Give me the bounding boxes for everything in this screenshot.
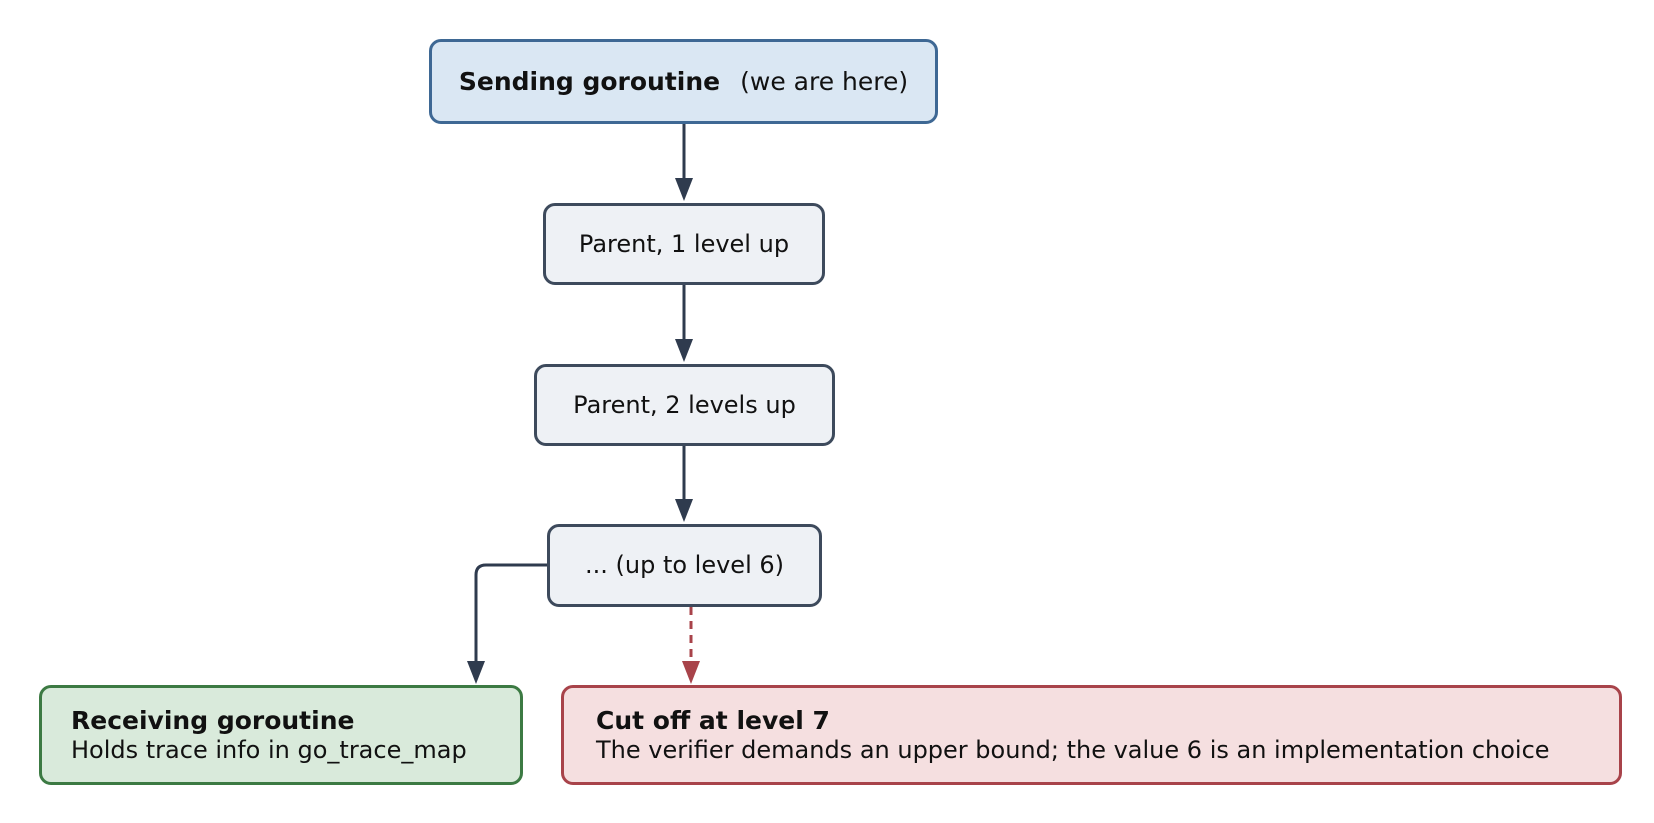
node-parent-1: Parent, 1 level up [543,203,825,285]
node-up-to-level-6: ... (up to level 6) [547,524,822,607]
level6-label: ... (up to level 6) [584,551,784,580]
node-receiving-goroutine: Receiving goroutine Holds trace info in … [39,685,523,785]
edge-level6-to-cutoff-dashed [682,607,700,684]
sending-note: (we are here) [740,66,909,96]
edge-parent2-to-level6 [675,446,693,522]
parent2-label: Parent, 2 levels up [573,390,796,419]
edge-sending-to-parent1 [675,124,693,201]
edge-level6-to-receiving [467,563,547,684]
cutoff-title: Cut off at level 7 [596,706,830,736]
sending-title: Sending goroutine [458,66,721,96]
parent1-label: Parent, 1 level up [578,229,790,258]
node-cut-off: Cut off at level 7 The verifier demands … [561,685,1622,785]
cutoff-subtitle: The verifier demands an upper bound; the… [596,735,1550,764]
node-parent-2: Parent, 2 levels up [534,364,835,446]
edge-parent1-to-parent2 [675,285,693,362]
receiving-title: Receiving goroutine [71,706,355,736]
receiving-subtitle: Holds trace info in go_trace_map [71,735,467,764]
node-sending-goroutine: Sending goroutine (we are here) [429,39,938,124]
